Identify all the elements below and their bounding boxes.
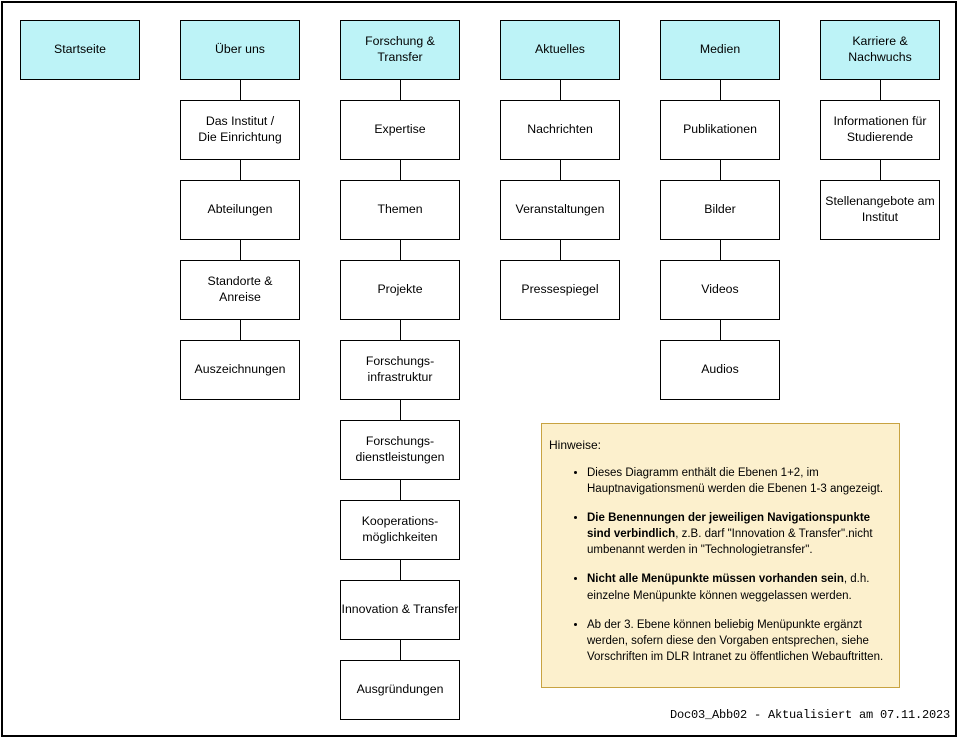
connector-line [719,320,721,340]
sitemap-node: Audios [660,340,780,400]
connector-line [879,160,881,180]
sitemap-node-label: Forschungs- dienstleistungen [355,434,445,464]
sitemap-node-label: Ausgründungen [356,682,444,696]
sitemap-node-label: Innovation & Transfer [341,602,459,616]
note-bullet-text: Nicht alle Menüpunkte müssen vorhanden s… [587,573,844,586]
sitemap-node: Ausgründungen [340,660,460,720]
sitemap-node: Kooperations- möglichkeiten [340,500,460,560]
sitemap-node-label: Pressespiegel [521,282,599,296]
connector-line [559,160,561,180]
sitemap-node-label: Bilder [704,202,736,216]
sitemap-node: Standorte & Anreise [180,260,300,320]
connector-line [719,80,721,100]
sitemap-node: Themen [340,180,460,240]
sitemap-node-label: Startseite [54,42,106,56]
sitemap-root-node: Medien [660,20,780,80]
sitemap-node-label: Publikationen [683,122,757,136]
sitemap-node-label: Medien [699,42,741,56]
sitemap-node: Abteilungen [180,180,300,240]
sitemap-node: Informationen für Studierende [820,100,940,160]
connector-line [399,320,401,340]
sitemap-node: Pressespiegel [500,260,620,320]
sitemap-node-label: Stellenangebote am Institut [825,194,935,224]
sitemap-node: Nachrichten [500,100,620,160]
sitemap-root-node: Über uns [180,20,300,80]
note-bullet: Ab der 3. Ebene können beliebig Menüpunk… [587,617,895,665]
sitemap-node: Bilder [660,180,780,240]
connector-line [399,240,401,260]
connector-line [559,80,561,100]
sitemap-node: Projekte [340,260,460,320]
sitemap-node: Expertise [340,100,460,160]
note-bullet-text: Die Benennungen der jeweiligen Navigatio… [587,512,871,541]
sitemap-node-label: Videos [701,282,739,296]
note-bullet-text: , d.h. einzelne Menüpunkte können weggel… [587,573,870,602]
sitemap-node-label: Themen [377,202,423,216]
sitemap-root-node: Karriere & Nachwuchs [820,20,940,80]
sitemap-node-label: Aktuelles [535,42,585,56]
sitemap-node: Forschungs- infrastruktur [340,340,460,400]
connector-line [399,560,401,580]
connector-line [559,240,561,260]
sitemap-node-label: Nachrichten [527,122,593,136]
document-footer-label: Doc03_Abb02 - Aktualisiert am 07.11.2023 [669,708,950,722]
sitemap-node-label: Kooperations- möglichkeiten [361,514,439,544]
connector-line [399,80,401,100]
note-bullet: Die Benennungen der jeweiligen Navigatio… [587,510,895,558]
connector-line [399,160,401,180]
sitemap-node-label: Über uns [215,42,265,56]
connector-line [239,240,241,260]
sitemap-node-label: Karriere & Nachwuchs [848,34,912,64]
connector-line [239,160,241,180]
sitemap-node: Forschungs- dienstleistungen [340,420,460,480]
connector-line [399,640,401,660]
sitemap-node: Innovation & Transfer [340,580,460,640]
sitemap-node-label: Veranstaltungen [515,202,605,216]
sitemap-node-label: Projekte [377,282,423,296]
note-bullet: Nicht alle Menüpunkte müssen vorhanden s… [587,571,895,603]
note-bullet: Dieses Diagramm enthält die Ebenen 1+2, … [587,465,895,497]
sitemap-node: Das Institut / Die Einrichtung [180,100,300,160]
connector-line [239,320,241,340]
sitemap-node-label: Expertise [374,122,426,136]
sitemap-node: Videos [660,260,780,320]
sitemap-root-node: Forschung & Transfer [340,20,460,80]
sitemap-node-label: Abteilungen [207,202,273,216]
sitemap-node-label: Das Institut / Die Einrichtung [198,114,282,144]
sitemap-node-label: Informationen für Studierende [833,114,927,144]
sitemap-node-label: Auszeichnungen [194,362,286,376]
sitemap-root-node: Startseite [20,20,140,80]
sitemap-node-label: Forschung & Transfer [365,34,435,64]
sitemap-node-label: Forschungs- infrastruktur [365,354,435,384]
note-bullet-text: Ab der 3. Ebene können beliebig Menüpunk… [587,618,884,663]
sitemap-node-label: Audios [701,362,739,376]
connector-line [719,160,721,180]
connector-line [399,480,401,500]
connector-line [239,80,241,100]
note-bullet-text: Dieses Diagramm enthält die Ebenen 1+2, … [587,467,884,496]
sitemap-node-label: Standorte & Anreise [207,274,273,304]
sitemap-node: Auszeichnungen [180,340,300,400]
connector-line [399,400,401,420]
notes-list: Dieses Diagramm enthält die Ebenen 1+2, … [542,465,899,665]
notes-panel: Hinweise: Dieses Diagramm enthält die Eb… [541,423,900,688]
note-bullet-text: , z.B. darf "Innovation & Transfer".nich… [587,528,873,557]
sitemap-node: Stellenangebote am Institut [820,180,940,240]
notes-title: Hinweise: [549,438,602,452]
sitemap-node: Veranstaltungen [500,180,620,240]
connector-line [879,80,881,100]
sitemap-node: Publikationen [660,100,780,160]
sitemap-root-node: Aktuelles [500,20,620,80]
connector-line [719,240,721,260]
